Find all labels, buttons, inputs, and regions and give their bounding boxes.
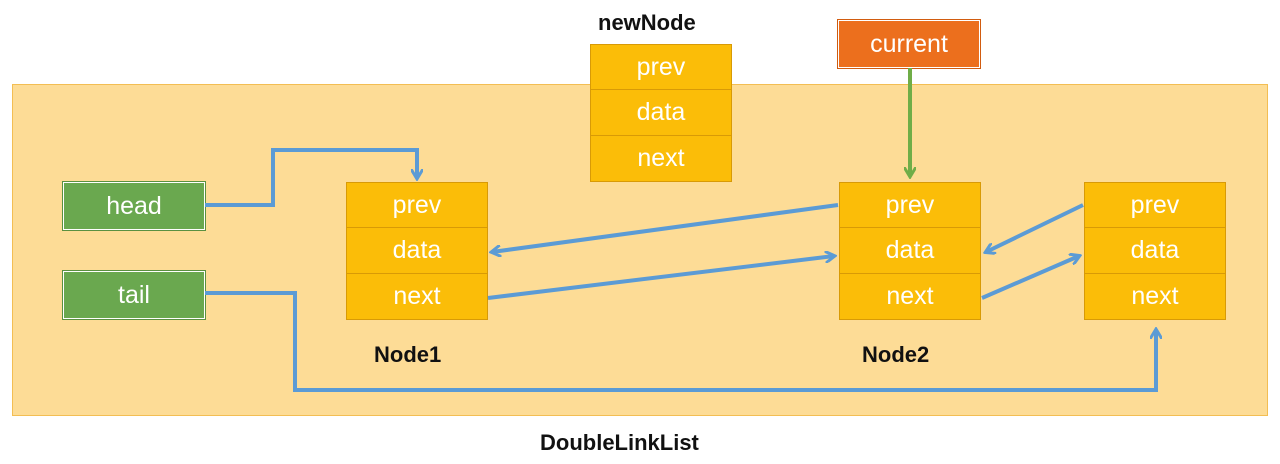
node1-next-to-node2-arrow: [487, 256, 834, 300]
node1-next-field: next: [346, 274, 488, 320]
current-pointer: current: [838, 20, 980, 68]
node3: prev data next: [1084, 182, 1226, 320]
new-node-title: newNode: [598, 10, 696, 35]
head-to-node1-arrow: [205, 148, 417, 207]
head-pointer: head: [63, 182, 205, 230]
new-node-data-field: data: [590, 90, 732, 136]
tail-pointer: tail: [63, 271, 205, 319]
node1-data-field: data: [346, 228, 488, 274]
node3-prev-to-node2-arrow: [986, 203, 1084, 252]
new-node-prev-field: prev: [590, 44, 732, 90]
node2-data-field: data: [839, 228, 981, 274]
node1: prev data next: [346, 182, 488, 320]
tail-to-node3-arrow: [205, 291, 1156, 392]
node3-prev-field: prev: [1084, 182, 1226, 228]
node1-prev-field: prev: [346, 182, 488, 228]
node2-prev-field: prev: [839, 182, 981, 228]
node2-prev-to-node1-arrow: [492, 203, 839, 252]
node1-caption: Node1: [374, 342, 442, 367]
node3-next-field: next: [1084, 274, 1226, 320]
container-label: DoubleLinkList: [540, 430, 699, 455]
new-node-next-field: next: [590, 136, 732, 182]
new-node: prev data next: [590, 44, 732, 182]
node2-next-to-node3-arrow: [981, 256, 1079, 300]
node2-caption: Node2: [862, 342, 930, 367]
node2: prev data next: [839, 182, 981, 320]
node2-next-field: next: [839, 274, 981, 320]
node3-data-field: data: [1084, 228, 1226, 274]
